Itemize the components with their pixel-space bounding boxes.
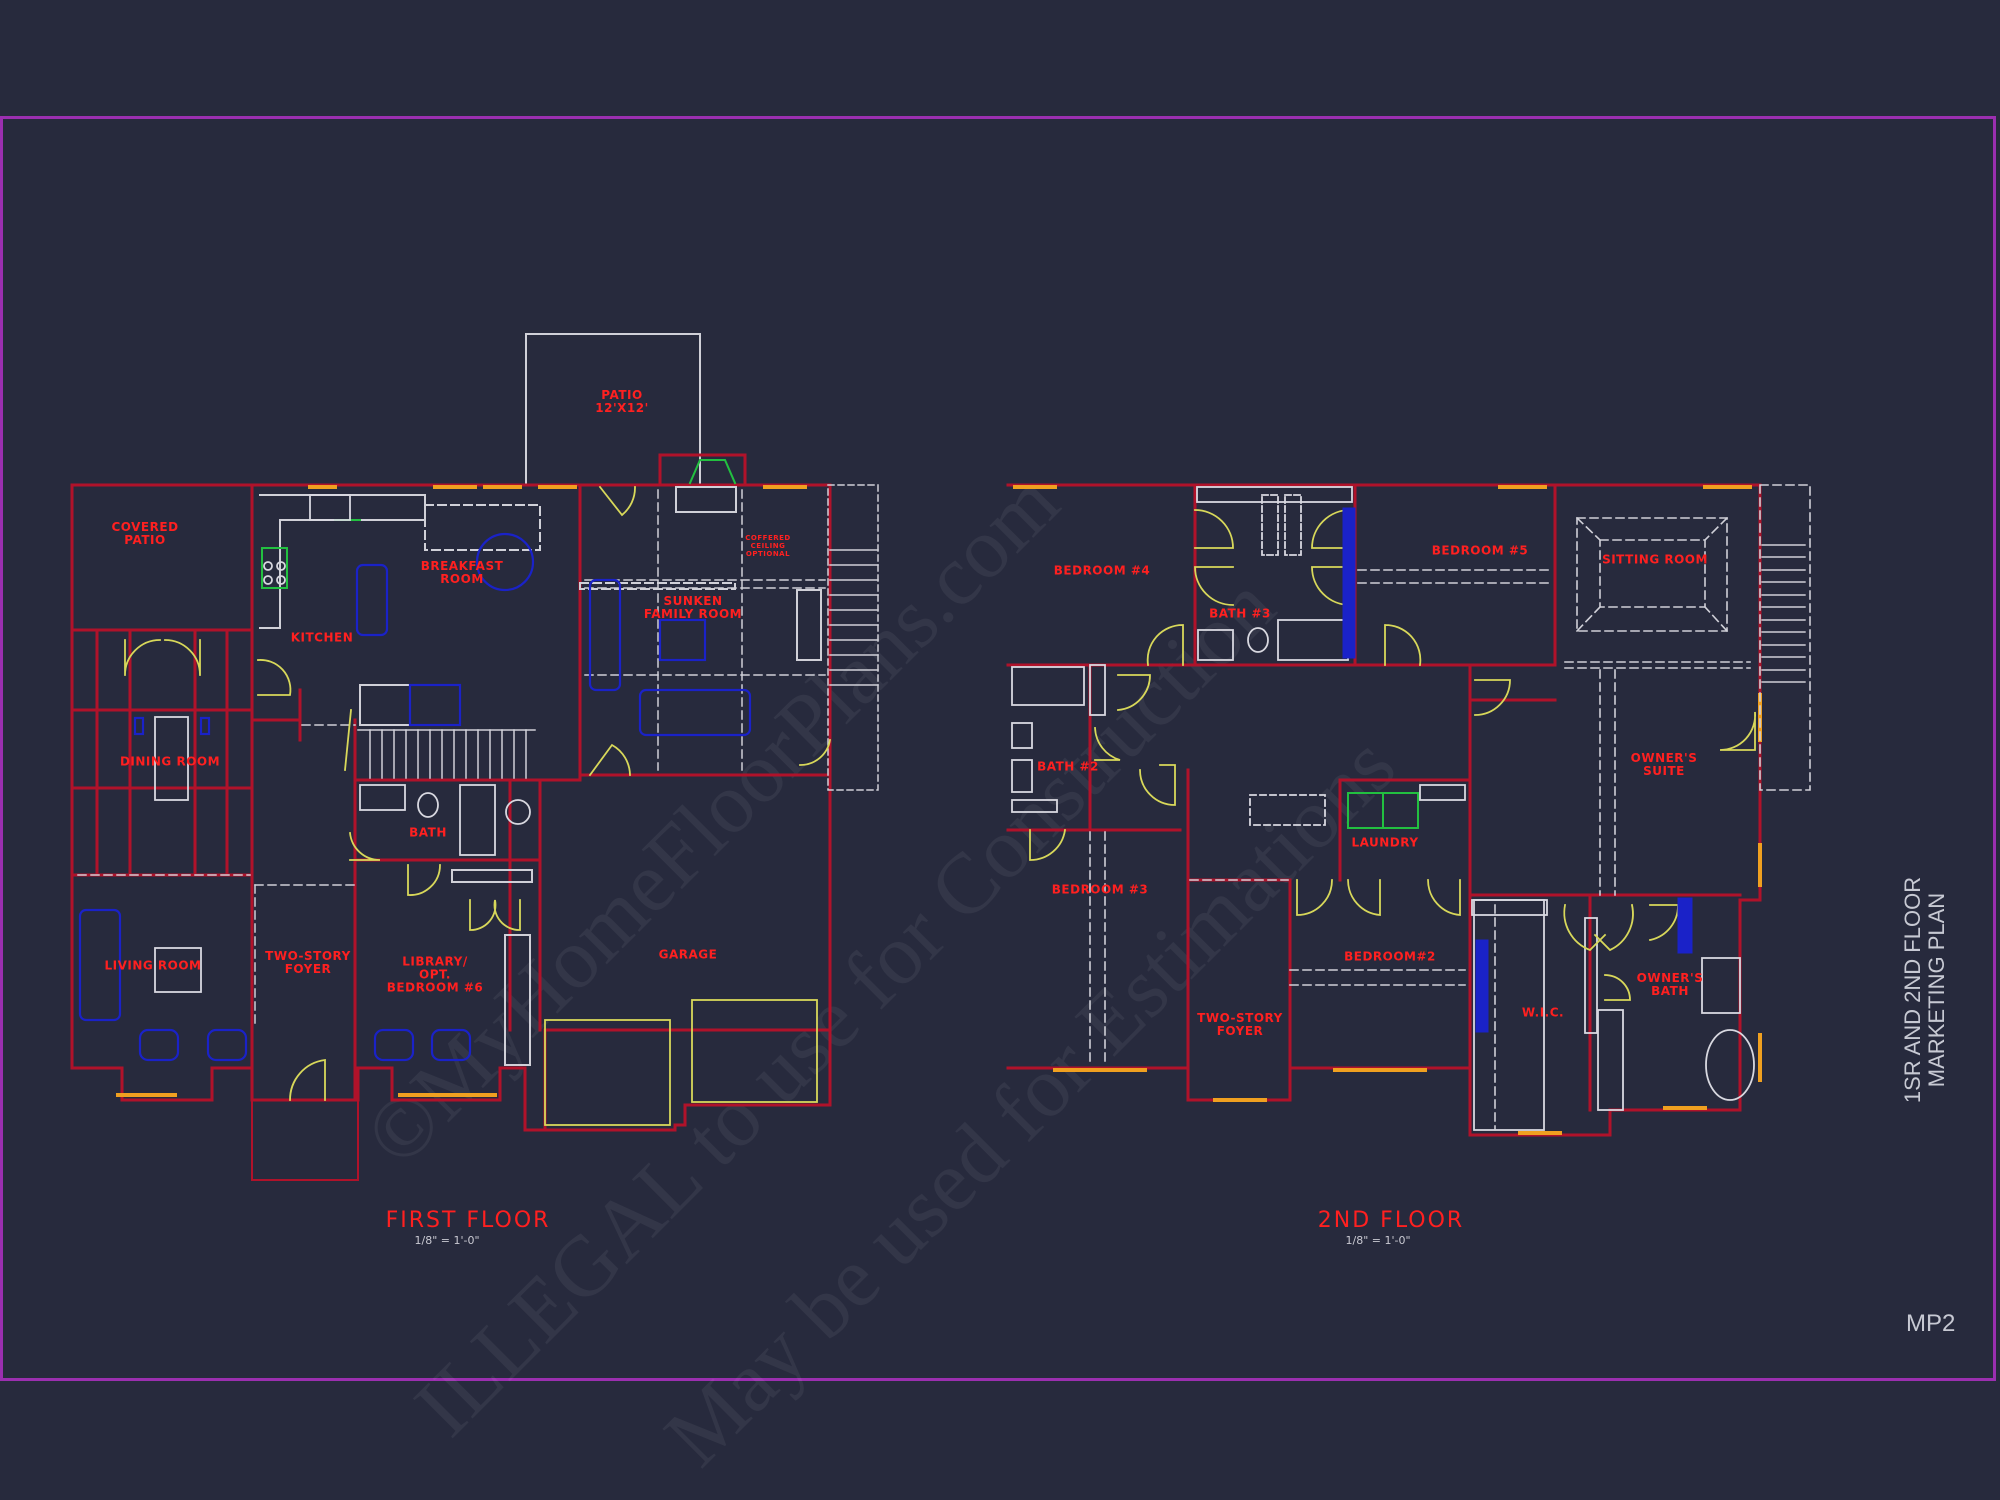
room-label-garage: GARAGE [658, 947, 718, 962]
room-label-two-story-foyer-1: TWO-STORY FOYER [265, 949, 351, 976]
room-label-bath: BATH [409, 825, 447, 840]
room-label-sitting-room: SITTING ROOM [1602, 552, 1708, 567]
second-floor-plan [1006, 483, 1811, 1137]
room-label-owners-suite: OWNER'S SUITE [1630, 751, 1698, 778]
room-label-owners-bath: OWNER'S BATH [1636, 971, 1704, 998]
room-label-bedroom-2: BEDROOM#2 [1344, 949, 1436, 964]
room-label-bedroom-3: BEDROOM #3 [1051, 882, 1149, 897]
room-label-library: LIBRARY/ OPT. BEDROOM #6 [386, 954, 484, 995]
sheet-number: MP2 [1906, 1310, 1956, 1337]
room-label-patio: PATIO 12'X12' [595, 388, 649, 415]
sheet-title: 1SR AND 2ND FLOOR MARKETING PLAN [1900, 876, 1949, 1104]
room-label-bath-2: BATH #2 [1037, 759, 1099, 774]
second-floor-scale: 1/8" = 1'-0" [1345, 1234, 1411, 1247]
first-floor-scale: 1/8" = 1'-0" [414, 1234, 480, 1247]
room-label-bedroom-5: BEDROOM #5 [1431, 543, 1529, 558]
room-label-breakfast-room: BREAKFAST ROOM [420, 559, 504, 586]
room-label-covered-patio: COVERED PATIO [111, 520, 179, 547]
room-label-bath-3: BATH #3 [1209, 606, 1271, 621]
room-label-two-story-foyer-2: TWO-STORY FOYER [1197, 1011, 1283, 1038]
room-label-living-room: LIVING ROOM [104, 958, 202, 973]
second-floor-title: 2ND FLOOR [1317, 1208, 1465, 1233]
room-label-kitchen: KITCHEN [290, 630, 354, 645]
room-label-wic: W.I.C. [1521, 1005, 1565, 1020]
room-label-bedroom-4: BEDROOM #4 [1053, 563, 1151, 578]
room-label-coffered-ceiling: COFFERED CEILING OPTIONAL [745, 534, 791, 558]
first-floor-plan [70, 333, 879, 1181]
room-label-laundry: LAUNDRY [1351, 835, 1419, 850]
first-floor-title: FIRST FLOOR [385, 1208, 551, 1233]
room-label-dining-room: DINING ROOM [119, 754, 221, 769]
room-label-sunken-family-room: SUNKEN FAMILY ROOM [643, 594, 743, 621]
sheet-border [0, 116, 1996, 1381]
